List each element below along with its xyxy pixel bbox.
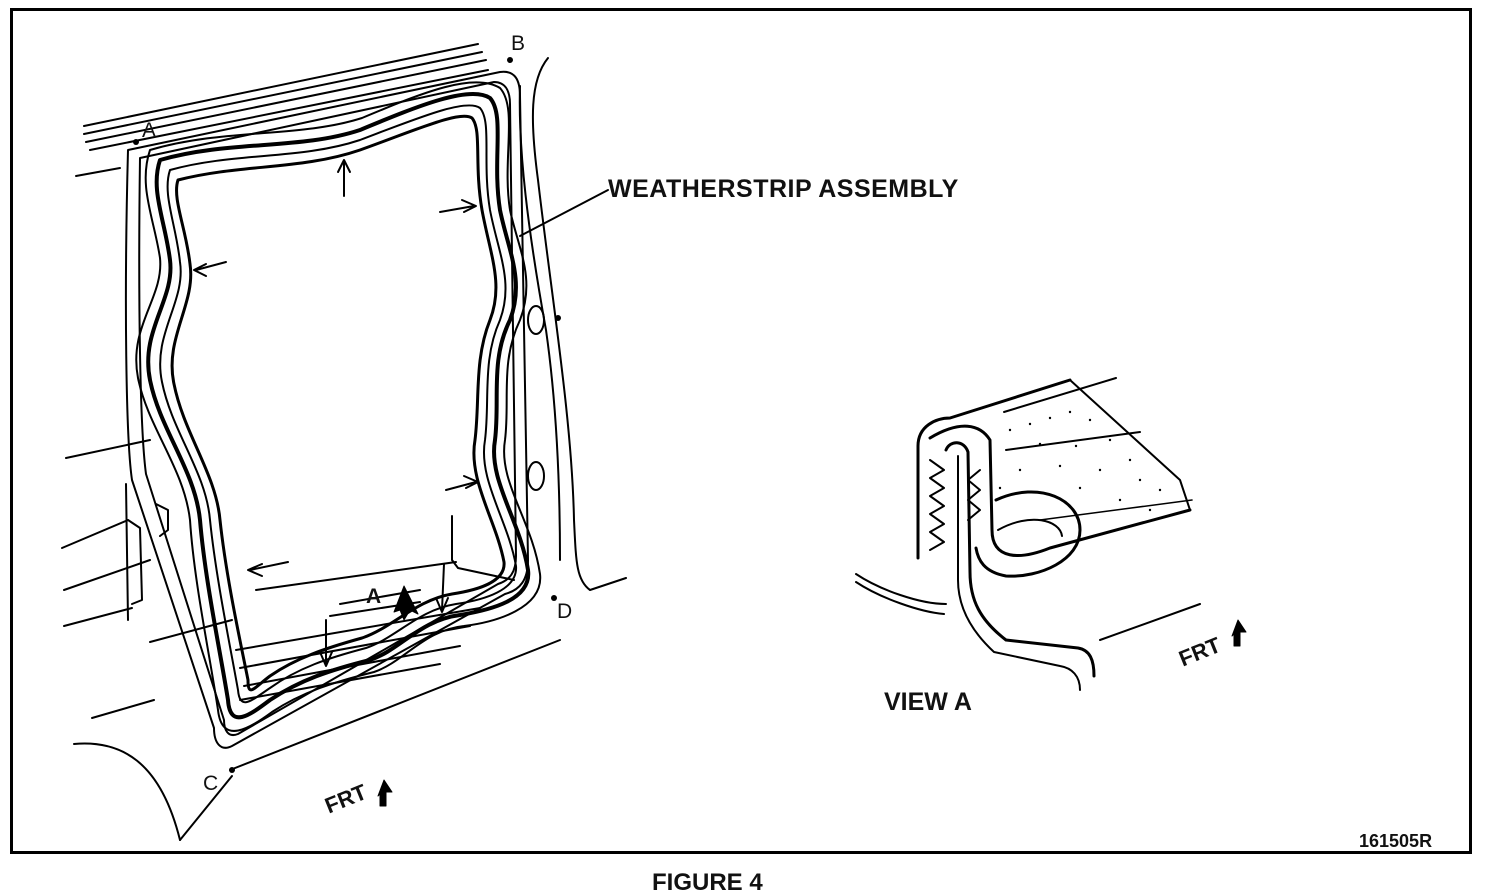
- front-detail-arrow-icon: [1231, 619, 1247, 647]
- hinge-bolts: [527, 305, 545, 491]
- view-a-marker-label: A: [366, 585, 382, 608]
- weatherstrip-leader: [519, 189, 609, 237]
- point-a-label: A: [142, 119, 157, 142]
- view-arrow-icon: [393, 585, 419, 621]
- corner-points: [133, 57, 561, 773]
- figure-frame: [10, 8, 1472, 854]
- foam-texture: [998, 410, 1162, 512]
- figure-code: 161505R: [1359, 831, 1433, 851]
- rear-pillar: [518, 57, 627, 591]
- weatherstrip-assembly-label: WEATHERSTRIP ASSEMBLY: [608, 175, 959, 203]
- roof-rail: [83, 43, 489, 151]
- side-body: [61, 167, 181, 841]
- figure-caption: FIGURE 4: [652, 869, 763, 896]
- sill-floor: [149, 515, 561, 841]
- point-c-label: C: [203, 772, 219, 795]
- weatherstrip-loop: [135, 81, 542, 732]
- front-arrow-icon: [377, 779, 393, 807]
- inward-arrows: [193, 159, 479, 667]
- point-d-label: D: [557, 600, 573, 623]
- view-a-label: VIEW A: [884, 688, 972, 716]
- point-b-label: B: [511, 32, 526, 55]
- weatherstrip-cross-section: [855, 377, 1201, 691]
